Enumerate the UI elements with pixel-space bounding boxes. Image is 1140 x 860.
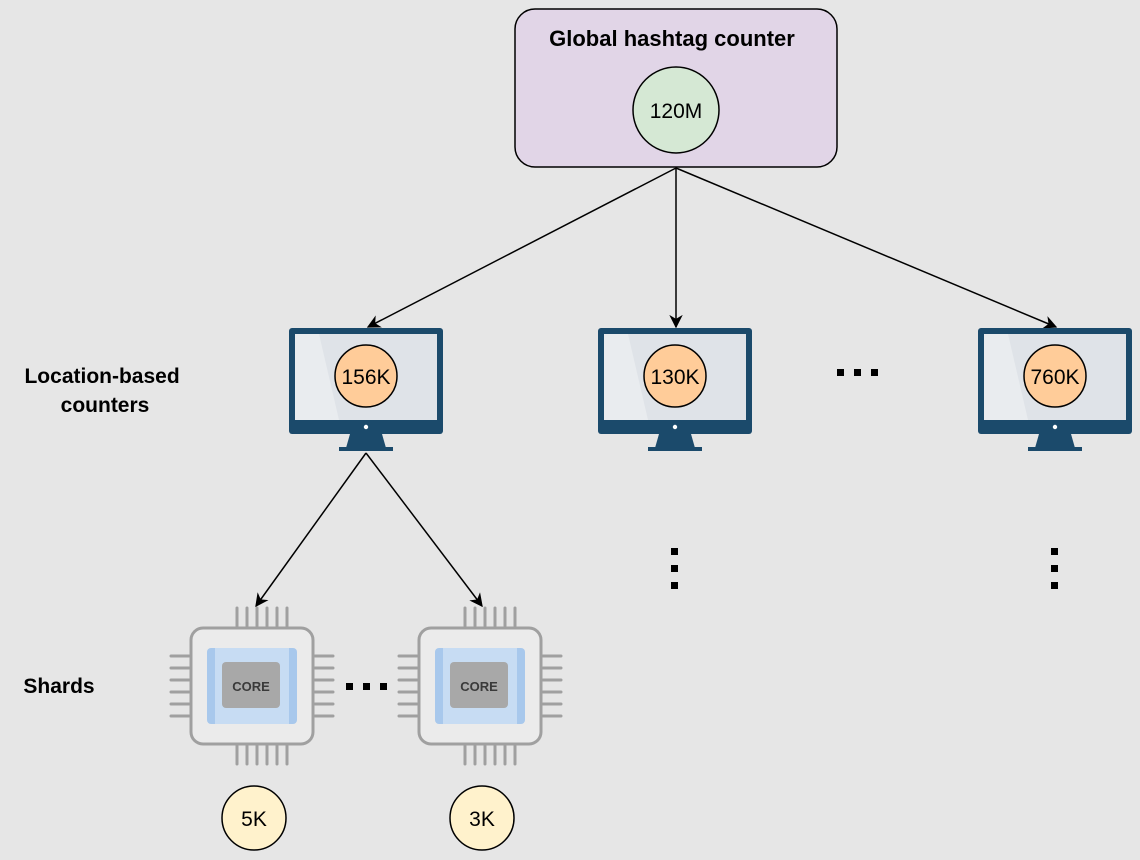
location-count-value: 156K: [341, 366, 390, 389]
global-count-value: 120M: [650, 100, 703, 123]
connector-global-to-loc3: [675, 167, 1058, 329]
chip-core-label: CORE: [460, 679, 498, 694]
location-count-circle: [334, 344, 398, 408]
shard-count-value: 3K: [469, 808, 495, 831]
shards-label: Shards: [23, 675, 94, 698]
horizontal-ellipsis-icon: [346, 683, 387, 690]
location-counter-3: 760K: [978, 328, 1132, 451]
location-count-circle: [643, 344, 707, 408]
vertical-ellipsis-icon: [671, 548, 678, 589]
location-counter-2: 130K: [598, 328, 752, 451]
horizontal-ellipsis-icon: [837, 369, 878, 376]
location-counters-label: Location-based counters: [24, 365, 185, 417]
cpu-chip-icon: CORE: [169, 606, 335, 766]
shard-1: CORE 5K: [169, 606, 335, 851]
global-counter-node: Global hashtag counter 120M: [514, 8, 838, 168]
shard-count-circle: [449, 785, 515, 851]
chip-core-label: CORE: [232, 679, 270, 694]
connectors: [255, 167, 1058, 608]
cpu-chip-icon: CORE: [397, 606, 563, 766]
connector-loc1-to-shard2: [365, 452, 483, 608]
global-counter-title: Global hashtag counter: [549, 26, 795, 51]
connector-global-to-loc1: [366, 167, 677, 328]
location-label-line-1: Location-based: [24, 365, 179, 388]
location-count-value: 130K: [650, 366, 699, 389]
location-count-circle: [1023, 344, 1087, 408]
vertical-ellipsis-icon: [1051, 548, 1058, 589]
shard-count-value: 5K: [241, 808, 267, 831]
location-counter-1: 156K: [289, 328, 443, 451]
connector-loc1-to-shard1: [255, 452, 367, 608]
location-label-line-2: counters: [61, 394, 150, 417]
global-count-circle: [632, 66, 720, 154]
shard-2: CORE 3K: [397, 606, 563, 851]
shard-count-circle: [221, 785, 287, 851]
location-count-value: 760K: [1030, 366, 1079, 389]
